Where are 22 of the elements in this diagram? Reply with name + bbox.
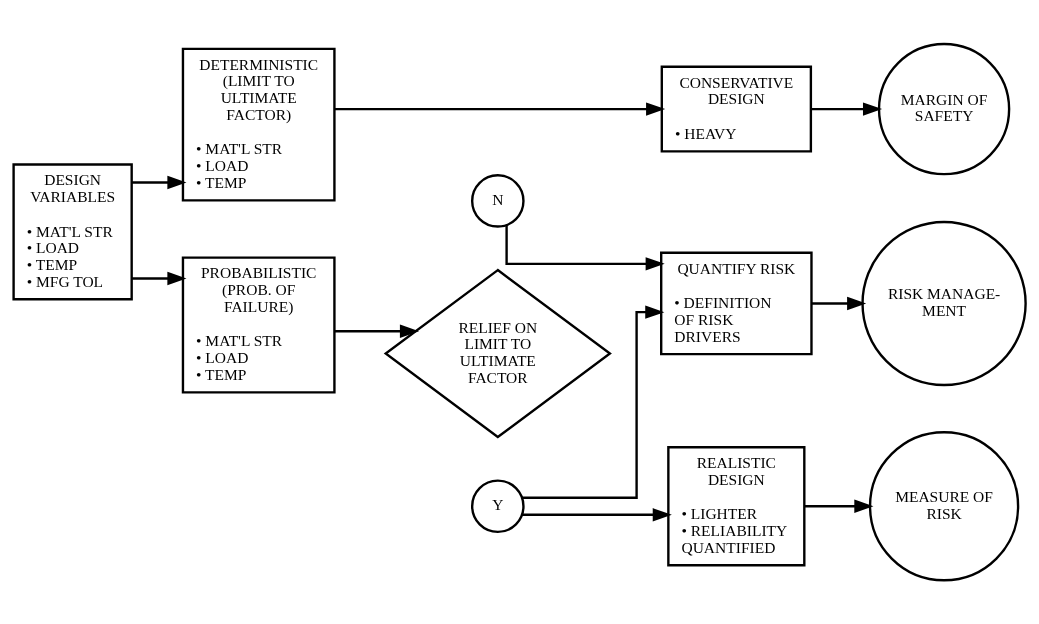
node-box: DESIGN VARIABLES • MAT'L STR • LOAD • TEMP • MFG TOL xyxy=(12,163,133,301)
arrow xyxy=(811,296,867,311)
arrow xyxy=(132,271,187,286)
arrow xyxy=(522,508,672,522)
arrow xyxy=(334,102,666,116)
arrow xyxy=(132,175,187,190)
node-circle: RISK MANAGE- MENT xyxy=(861,220,1027,387)
arrow xyxy=(804,499,874,513)
node-box: REALISTIC DESIGN • LIGHTER • RELIABILITY QUANTIFIED xyxy=(667,446,806,567)
arrow xyxy=(505,225,665,271)
node-box: CONSERVATIVE DESIGN • HEAVY xyxy=(660,65,813,153)
node-box: QUANTIFY RISK • DEFINITION OF RISK DRIVERS xyxy=(660,251,813,356)
node-box: DETERMINISTIC (LIMIT TO ULTIMATE FACTOR) • MAT'L STR • LOAD • TEMP xyxy=(181,47,336,202)
node-circle: MARGIN OF SAFETY xyxy=(877,42,1011,176)
node-circle: N xyxy=(470,174,525,228)
arrow xyxy=(522,305,665,499)
arrow xyxy=(811,102,883,116)
node-circle: MEASURE OF RISK xyxy=(868,431,1020,582)
node-circle: Y xyxy=(470,479,525,534)
node-box: PROBABILISTIC (PROB. OF FAILURE) • MAT'L STR • LOAD • TEMP xyxy=(181,256,336,394)
arrow xyxy=(334,324,419,338)
node-diamond: RELIEF ON LIMIT TO ULTIMATE FACTOR xyxy=(383,268,612,439)
